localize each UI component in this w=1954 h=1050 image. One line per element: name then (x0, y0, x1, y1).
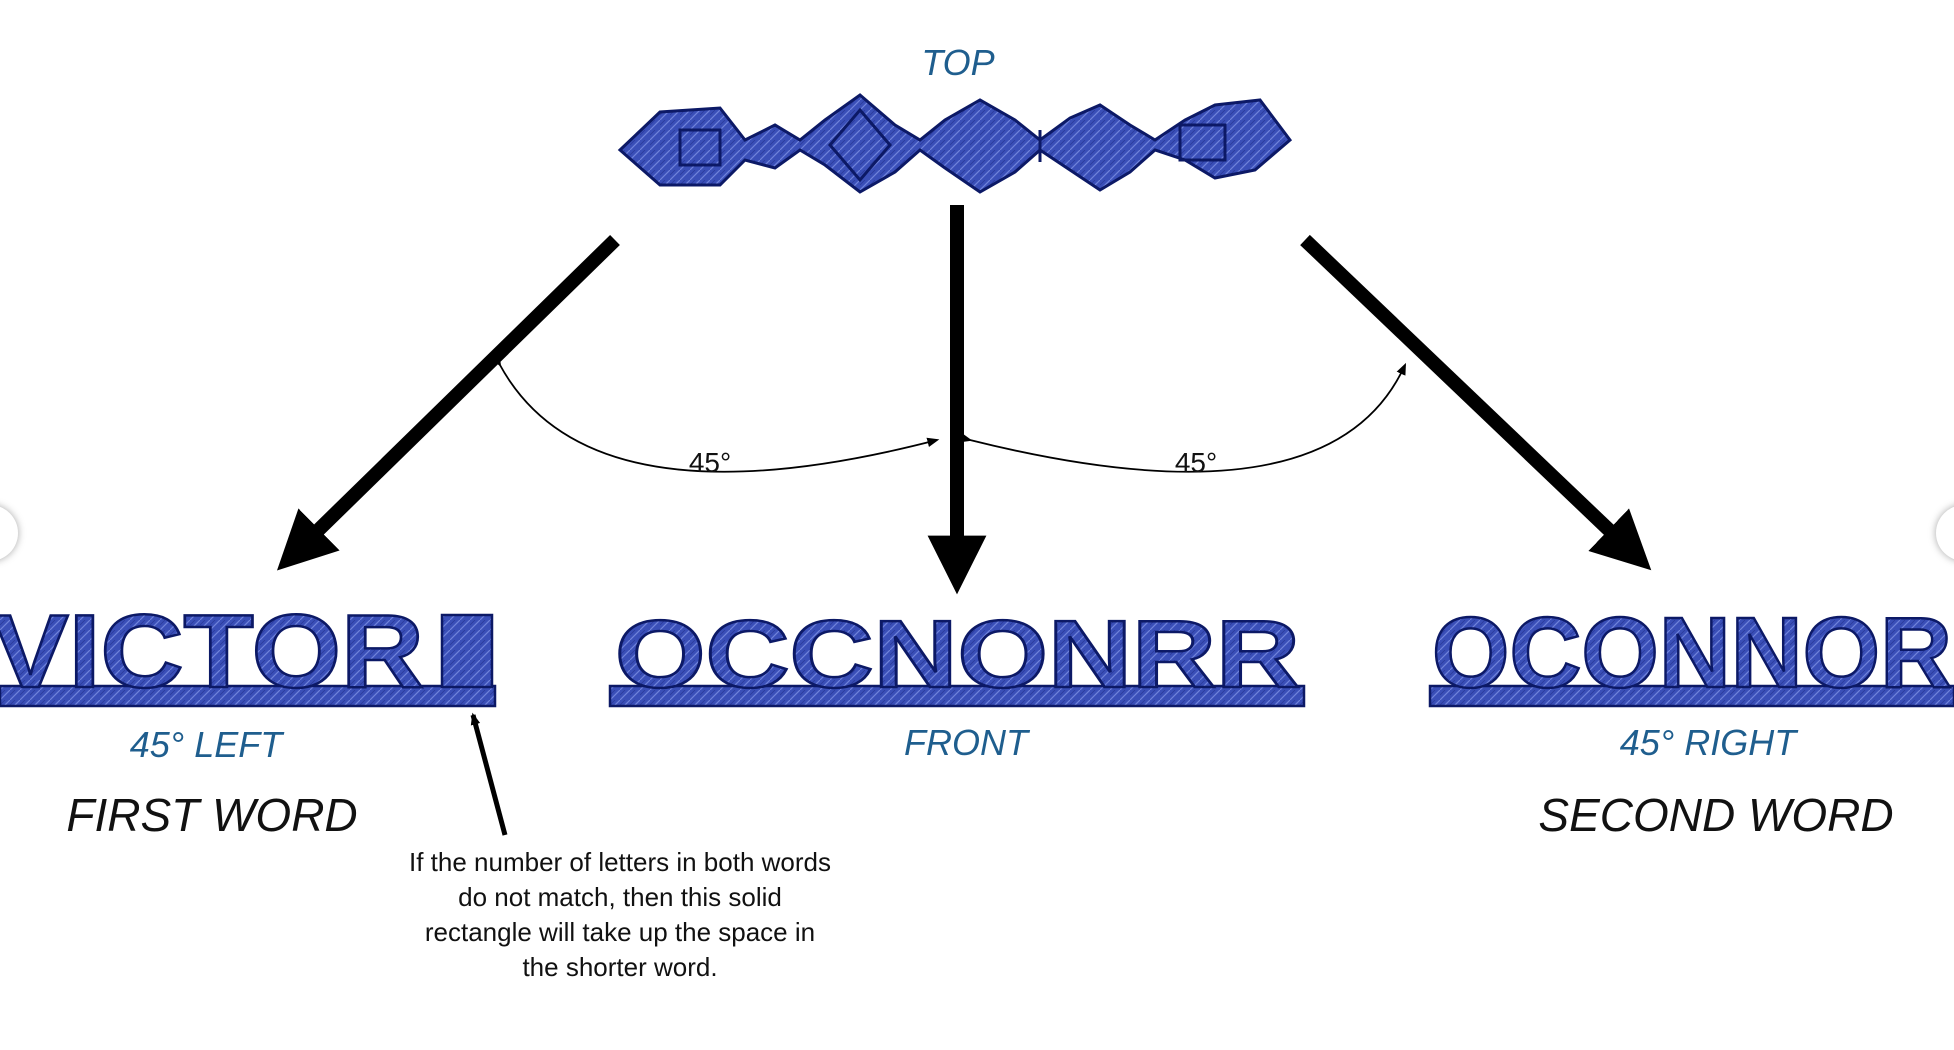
right-view-letters: OCONNOR (1432, 597, 1952, 709)
arrow-to-right-view (1305, 240, 1630, 550)
filler-rectangle (442, 615, 492, 687)
filler-rectangle-note: If the number of letters in both words d… (405, 845, 835, 985)
left-view-label: 45° LEFT (130, 724, 282, 766)
left-angle-label: 45° (689, 447, 731, 479)
left-view-letters: VICTOR (0, 594, 424, 710)
left-view-sculpture: VICTOR (0, 594, 495, 710)
top-view-label: TOP (921, 42, 994, 84)
front-view-label: FRONT (904, 722, 1028, 764)
top-view-sculpture (620, 95, 1290, 192)
front-view-sculpture: OCCNONRR (610, 601, 1304, 708)
front-view-letters: OCCNONRR (615, 601, 1300, 708)
second-word-label: SECOND WORD (1538, 788, 1893, 842)
right-view-sculpture: OCONNOR (1430, 597, 1954, 709)
right-angle-label: 45° (1175, 447, 1217, 479)
note-pointer-arrow (473, 715, 505, 835)
arrow-to-left-view (298, 240, 615, 550)
first-word-label: FIRST WORD (66, 788, 357, 842)
right-view-label: 45° RIGHT (1620, 722, 1796, 764)
